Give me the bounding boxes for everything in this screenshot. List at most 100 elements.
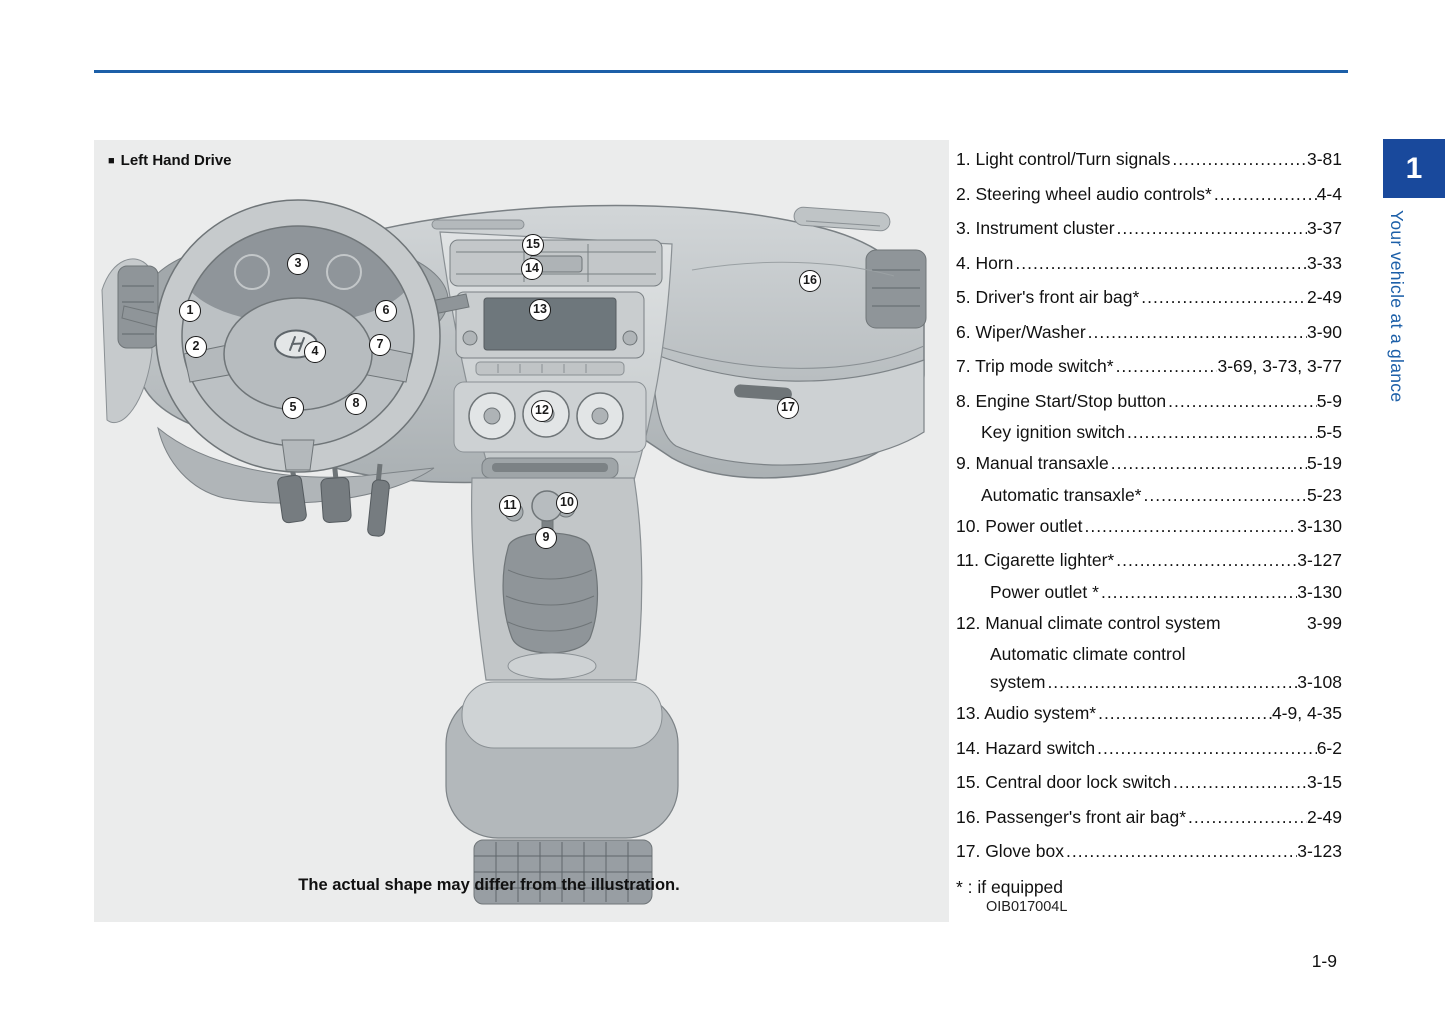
dot-leader <box>1171 765 1307 800</box>
callout-7: 7 <box>369 334 391 356</box>
legend-row-4: 4. Horn3-33 <box>956 246 1342 281</box>
legend-row-8: 8. Engine Start/Stop button5-9 <box>956 384 1342 419</box>
legend-page-ref: 3-37 <box>1306 218 1342 238</box>
dot-leader <box>1064 834 1297 869</box>
callout-2: 2 <box>185 336 207 358</box>
legend-page-ref: 3-123 <box>1297 841 1342 861</box>
legend-row-9b: Automatic transaxle* 5-23 <box>956 481 1342 509</box>
legend-page-ref: 4-4 <box>1316 183 1342 204</box>
chapter-tab-label: Your vehicle at a glance <box>1387 210 1407 403</box>
legend-row-3: 3. Instrument cluster 3-37 <box>956 211 1342 246</box>
legend-text: 2. Steering wheel audio controls* <box>956 183 1212 204</box>
legend-text: 3. Instrument cluster <box>956 218 1115 238</box>
legend-text: 16. Passenger's front air bag* <box>956 806 1187 827</box>
legend-text: 7. Trip mode switch* <box>956 356 1114 376</box>
figure-title: ■Left Hand Drive <box>108 152 232 169</box>
legend-text: 9. Manual transaxle <box>956 453 1109 473</box>
pedals <box>277 457 390 537</box>
legend-text: Automatic transaxle* <box>981 484 1142 505</box>
legend-page-ref: 3-90 <box>1306 321 1342 342</box>
legend-text: 4. Horn <box>956 252 1014 273</box>
dot-leader <box>1212 177 1317 212</box>
legend-page-ref: 2-49 <box>1306 806 1342 827</box>
legend-footnote-text: * : if equipped <box>956 876 1064 897</box>
legend-row-2: 2. Steering wheel audio controls* 4-4 <box>956 177 1342 212</box>
callout-14: 14 <box>521 258 543 280</box>
legend-row-6: 6. Wiper/Washer 3-90 <box>956 315 1342 350</box>
legend-row-13: 13. Audio system* 4-9, 4-35 <box>956 696 1342 731</box>
dot-leader <box>1095 731 1317 766</box>
dot-leader <box>1186 800 1307 835</box>
legend-text: 15. Central door lock switch <box>956 772 1171 792</box>
legend-page-ref: 3-130 <box>1297 581 1342 602</box>
legend-text: 13. Audio system* <box>956 703 1097 723</box>
dot-leader <box>1166 384 1317 419</box>
dot-leader <box>1082 509 1297 544</box>
legend-row-16: 16. Passenger's front air bag* 2-49 <box>956 800 1342 835</box>
callout-9: 9 <box>535 527 557 549</box>
dot-leader <box>1125 418 1317 446</box>
legend-text: 5. Driver's front air bag* <box>956 287 1140 307</box>
legend-page-ref: 3-127 <box>1297 550 1342 570</box>
legend-row-9: 9. Manual transaxle 5-19 <box>956 446 1342 481</box>
dot-leader <box>1109 446 1307 481</box>
callout-11: 11 <box>499 495 521 517</box>
legend-page-ref: 5-5 <box>1316 422 1342 442</box>
legend-row-15: 15. Central door lock switch3-15 <box>956 765 1342 800</box>
cup-holder <box>507 652 597 680</box>
header-rule <box>94 70 1348 73</box>
dot-leader <box>1115 211 1307 246</box>
legend-text: 6. Wiper/Washer <box>956 321 1086 342</box>
page-number: 1-9 <box>1311 951 1337 971</box>
callout-16: 16 <box>799 270 821 292</box>
legend-page-ref: 4-9, 4-35 <box>1271 703 1342 723</box>
callout-4: 4 <box>304 341 326 363</box>
dot-leader <box>1099 578 1297 606</box>
console-grille <box>473 839 653 905</box>
callout-5: 5 <box>282 397 304 419</box>
legend-page-ref: 2-49 <box>1306 287 1342 307</box>
legend-panel: 1. Light control/Turn signals 3-81 2. Ste… <box>956 142 1342 904</box>
dot-leader <box>1139 280 1307 315</box>
legend-text: Key ignition switch <box>981 422 1125 442</box>
figure-title-marker: ■ <box>108 155 115 167</box>
legend-row-7: 7. Trip mode switch* 3-69, 3-73, 3-77 <box>956 349 1342 384</box>
legend-text: 12. Manual climate control system <box>956 612 1221 633</box>
callout-1: 1 <box>179 300 201 322</box>
callout-12: 12 <box>531 400 553 422</box>
legend-text: 14. Hazard switch <box>956 737 1096 758</box>
legend-page-ref: 3-69, 3-73, 3-77 <box>1217 356 1342 376</box>
legend-text: 8. Engine Start/Stop button <box>956 390 1167 411</box>
dot-leader <box>1096 696 1272 731</box>
figure-caption: The actual shape may differ from the ill… <box>298 876 680 894</box>
legend-page-ref: 5-19 <box>1306 453 1342 473</box>
dot-leader <box>1114 543 1297 578</box>
callout-8: 8 <box>345 393 367 415</box>
legend-text: 1. Light control/Turn signals <box>956 149 1171 169</box>
legend-page-ref: 6-2 <box>1316 737 1342 758</box>
dashboard-illustration <box>101 199 927 905</box>
callout-17: 17 <box>777 397 799 419</box>
legend-text: 17. Glove box <box>956 841 1064 861</box>
legend-text: system <box>990 672 1046 692</box>
glove-box-handle <box>734 384 792 401</box>
right-air-vent <box>865 249 927 329</box>
airbag-seam <box>691 261 895 277</box>
legend-page-ref: 3-81 <box>1306 149 1342 169</box>
legend-page-ref: 3-99 <box>1306 612 1342 633</box>
legend-row-1: 1. Light control/Turn signals 3-81 <box>956 142 1342 177</box>
legend-row-8b: Key ignition switch 5-5 <box>956 418 1342 446</box>
dot-leader <box>1170 142 1307 177</box>
callout-3: 3 <box>287 253 309 275</box>
legend-row-17: 17. Glove box 3-123 <box>956 834 1342 869</box>
illustration-panel: ■Left Hand Drive 1 2 3 4 5 6 7 8 9 10 11… <box>94 140 949 922</box>
dot-leader <box>1114 349 1218 384</box>
dot-leader <box>1045 668 1297 696</box>
legend-row-12b: Automatic climate control <box>956 640 1342 668</box>
legend-text: Power outlet * <box>990 581 1099 602</box>
callout-10: 10 <box>556 492 578 514</box>
legend-page-ref: 5-23 <box>1306 484 1342 505</box>
legend-row-12: 12. Manual climate control system 3-99 <box>956 606 1342 641</box>
figure-code: OIB017004L <box>986 899 1068 915</box>
